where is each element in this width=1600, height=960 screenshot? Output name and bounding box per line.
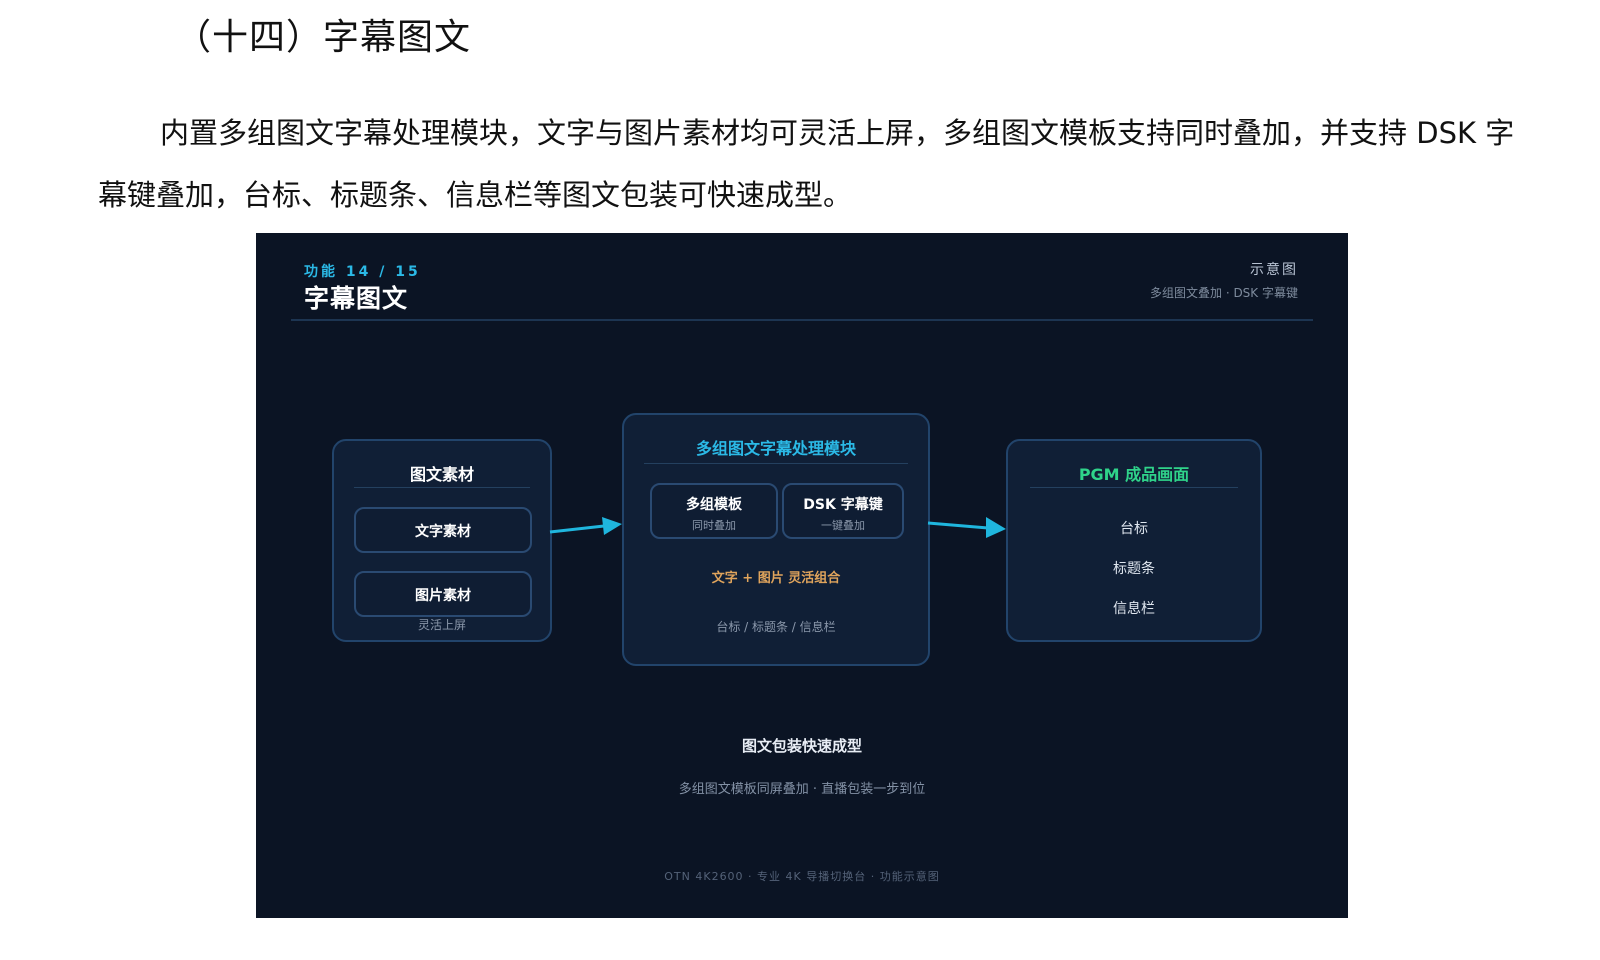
feature-counter: 功能 14 / 15	[304, 264, 421, 280]
dsk-key-sub: 一键叠加	[821, 519, 865, 532]
diagram-panel: 功能 14 / 15 字幕图文 示意图 多组图文叠加 · DSK 字幕键 图文素…	[256, 233, 1348, 918]
paragraph-text-before: 内置多组图文字幕处理模块，文字与图片素材均可灵活上屏，多组图文模板支持同时叠加，…	[160, 116, 1417, 150]
pgm-output-box: PGM 成品画面 台标 标题条 信息栏	[1006, 439, 1262, 642]
image-material-label: 图片素材	[415, 588, 471, 604]
pgm-output-divider	[1030, 487, 1238, 488]
section-paragraph: 内置多组图文字幕处理模块，文字与图片素材均可灵活上屏，多组图文模板支持同时叠加，…	[98, 102, 1518, 226]
panel-tag-subtitle: 多组图文叠加 · DSK 字幕键	[1150, 286, 1298, 300]
pgm-item-title-bar: 标题条	[1113, 561, 1155, 577]
pgm-item-station-logo: 台标	[1120, 521, 1148, 537]
paragraph-text-dsk: DSK	[1416, 116, 1476, 150]
arrow-right-icon	[927, 517, 1006, 538]
source-box-note: 灵活上屏	[417, 618, 466, 632]
multi-template-label: 多组模板	[686, 497, 742, 513]
panel-tag: 示意图	[1250, 262, 1298, 278]
footer-title: 图文包装快速成型	[741, 737, 862, 755]
product-credit: OTN 4K2600 · 专业 4K 导播切换台 · 功能示意图	[664, 870, 940, 883]
section-heading: （十四）字幕图文	[175, 17, 472, 58]
header-divider	[291, 319, 1313, 321]
source-box: 图文素材 文字素材 图片素材 灵活上屏	[332, 439, 552, 642]
source-box-divider	[354, 487, 530, 488]
panel-title: 字幕图文	[304, 284, 409, 313]
text-material-label: 文字素材	[415, 524, 471, 540]
processing-module-title: 多组图文字幕处理模块	[695, 439, 856, 458]
arrow-right-icon	[549, 517, 622, 535]
paragraph-text-after: 字幕键叠加，台标、标题条、信息栏等图文包装可快速成型。	[98, 116, 1515, 212]
dsk-key-label: DSK 字幕键	[803, 497, 883, 513]
processing-module-divider	[644, 463, 908, 464]
multi-template-sub: 同时叠加	[692, 519, 736, 532]
source-box-title: 图文素材	[409, 465, 474, 484]
image-material-item: 图片素材	[354, 571, 532, 617]
text-image-combo: 文字 + 图片 灵活组合	[711, 571, 841, 586]
processing-module-box: 多组图文字幕处理模块 多组模板 同时叠加 DSK 字幕键 一键叠加 文字 + 图…	[622, 413, 930, 666]
dsk-key-module: DSK 字幕键 一键叠加	[782, 483, 904, 539]
pgm-output-title: PGM 成品画面	[1078, 465, 1190, 484]
footer-subtitle: 多组图文模板同屏叠加 · 直播包装一步到位	[678, 782, 926, 797]
text-material-item: 文字素材	[354, 507, 532, 553]
graphics-output-list: 台标 / 标题条 / 信息栏	[716, 620, 836, 634]
pgm-item-info-bar: 信息栏	[1113, 601, 1155, 617]
multi-template-module: 多组模板 同时叠加	[650, 483, 778, 539]
